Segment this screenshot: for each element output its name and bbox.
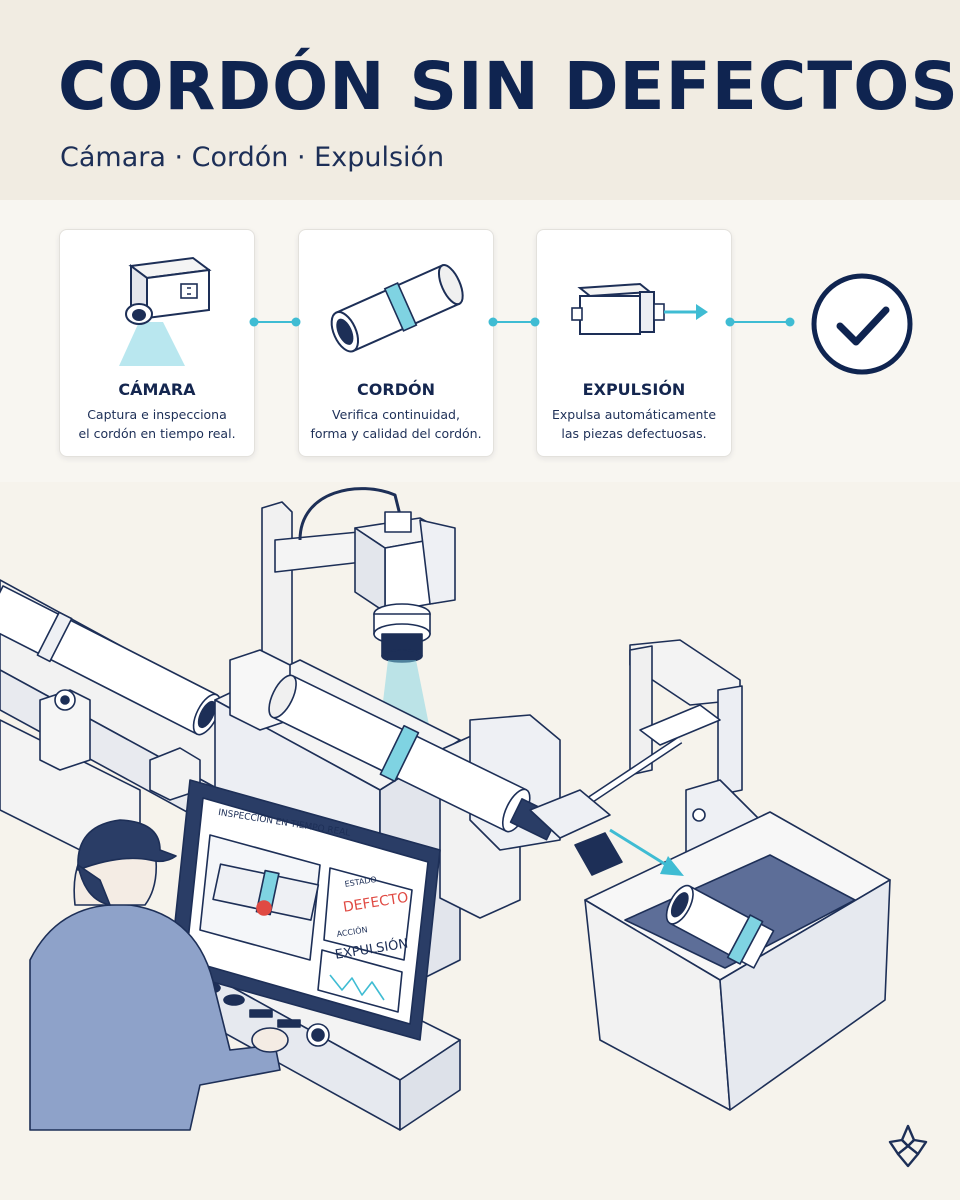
brand-logo-icon: [888, 1124, 928, 1168]
step-desc-ejector: Expulsa automáticamente las piezas defec…: [551, 407, 717, 441]
header-band: CORDÓN SIN DEFECTOS Cámara · Cordón · Ex…: [0, 0, 960, 200]
step-desc-bead: Verifica continuidad, forma y calidad de…: [310, 407, 482, 441]
main-tube: [268, 674, 559, 841]
step-desc-camera: Captura e inspecciona el cordón en tiemp…: [78, 407, 236, 441]
step-title-bead: CORDÓN: [357, 380, 435, 399]
eject-arrow-head: [660, 856, 684, 876]
camera-gantry: [261, 487, 456, 677]
step-card-bead: CORDÓN Verifica continuidad, forma y cal…: [298, 229, 494, 457]
step-title-ejector: EXPULSIÓN: [582, 380, 686, 399]
step-card-camera: CÁMARA Captura e inspecciona el cordón e…: [59, 229, 255, 457]
step-card-ejector: EXPULSIÓN Expulsa automáticamente las pi…: [536, 229, 732, 457]
connector-1: [249, 317, 301, 327]
operator: [29, 819, 289, 1131]
reject-bin: [584, 811, 891, 1111]
bead-tube-icon: [330, 264, 464, 353]
eject-arrow-line: [609, 828, 669, 868]
step-title-camera: CÁMARA: [118, 380, 196, 399]
checkmark-circle-icon: [811, 273, 913, 375]
inspection-monitor: [169, 779, 441, 1041]
connector-2: [488, 317, 540, 327]
camera-icon: [119, 256, 212, 366]
inspection-line-scene: [0, 487, 891, 1131]
ejector-icon: [571, 282, 708, 335]
page-subtitle: Cámara · Cordón · Expulsión: [60, 142, 445, 173]
page-title: CORDÓN SIN DEFECTOS: [58, 48, 959, 125]
connector-3: [725, 317, 795, 327]
